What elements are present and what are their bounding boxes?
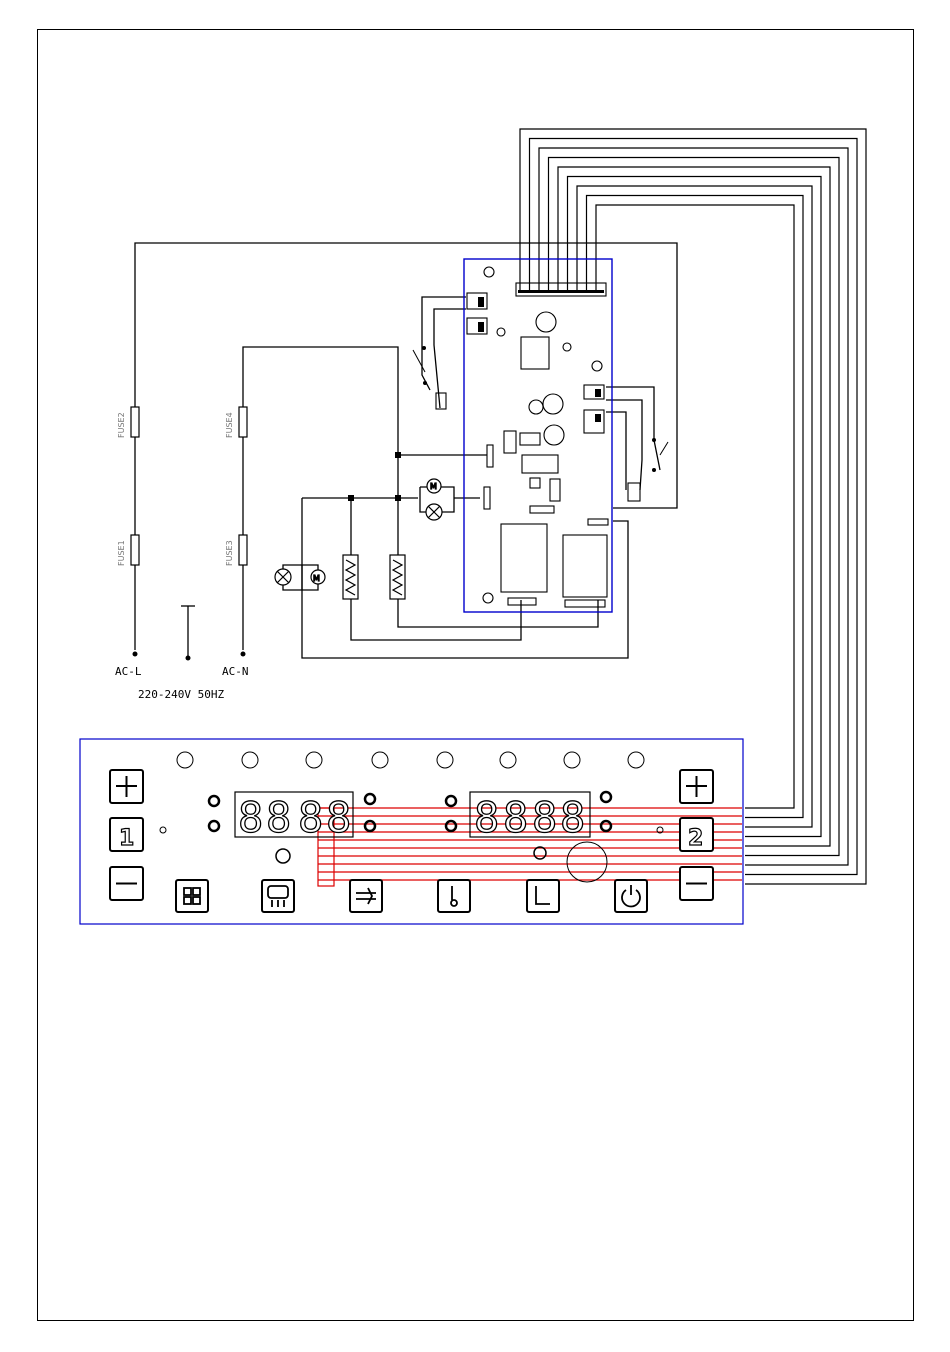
grid-button: [176, 880, 208, 912]
indicator-light: [242, 752, 258, 768]
indicator-light: [564, 752, 580, 768]
fuse-1: [131, 535, 139, 565]
clock-small-icon: [209, 821, 219, 831]
fuse1-label: FUSE1: [117, 540, 126, 566]
indicator-light: [437, 752, 453, 768]
mains-wiring: [135, 243, 677, 658]
thermometer-small-icon: [209, 796, 219, 806]
function-buttons: [176, 880, 647, 912]
ribbon-wire: [549, 158, 840, 856]
ac-l-label: AC-L: [115, 665, 142, 678]
thermometer-small-icon-2: [446, 796, 456, 806]
right-digit-4: 8: [560, 793, 585, 842]
right-digit-1: 8: [474, 793, 499, 842]
fan-small-icon-2: [601, 821, 611, 831]
junction-dots: [133, 452, 402, 661]
right-digit-3: 8: [532, 793, 557, 842]
indicator-dot-left: [160, 827, 166, 833]
heaters: [343, 555, 405, 599]
fan-lamp-center: M: [426, 479, 442, 520]
fuse2-label: FUSE2: [117, 412, 126, 438]
fuse3-label: FUSE3: [225, 540, 234, 566]
ribbon-wire: [568, 177, 822, 837]
celsius-icon-2: [601, 792, 611, 802]
clock-small-icon-2: [446, 821, 456, 831]
fuse-3: [239, 535, 247, 565]
ribbon-wire: [558, 167, 830, 846]
fuse-4: [239, 407, 247, 437]
control-board: [413, 259, 668, 612]
ribbon-wire: [587, 196, 804, 818]
ribbon-wire: [539, 148, 848, 865]
lamp-motor-left: M: [275, 569, 325, 585]
svg-text:M: M: [313, 574, 320, 583]
zone-1-label: 1: [119, 826, 134, 851]
digits: 8 8 8 8 8 8 8 8: [238, 793, 585, 842]
display-signal-lines: [318, 808, 742, 886]
indicator-light: [177, 752, 193, 768]
indicator-light: [500, 752, 516, 768]
fuse-2: [131, 407, 139, 437]
ac-n-label: AC-N: [222, 665, 249, 678]
right-digit-2: 8: [503, 793, 528, 842]
fan-small-icon: [365, 821, 375, 831]
timer-button: [527, 880, 559, 912]
ribbon-wire: [596, 205, 794, 808]
left-digit-2: 8: [266, 793, 291, 842]
voltage-label: 220-240V 50HZ: [138, 688, 224, 701]
fan-button: [350, 880, 382, 912]
celsius-icon: [365, 794, 375, 804]
svg-text:M: M: [430, 482, 437, 491]
defrost-button: [262, 880, 294, 912]
indicator-light: [628, 752, 644, 768]
indicator-light: [306, 752, 322, 768]
thermometer-button: [438, 880, 470, 912]
fuse4-label: FUSE4: [225, 412, 234, 438]
indicator-light: [372, 752, 388, 768]
zone-2-label: 2: [688, 826, 703, 851]
led-icon-2: [534, 847, 546, 859]
left-digit-3: 8: [298, 793, 323, 842]
led-icon: [276, 849, 290, 863]
left-digit-1: 8: [238, 793, 263, 842]
left-digit-4: 8: [326, 793, 351, 842]
